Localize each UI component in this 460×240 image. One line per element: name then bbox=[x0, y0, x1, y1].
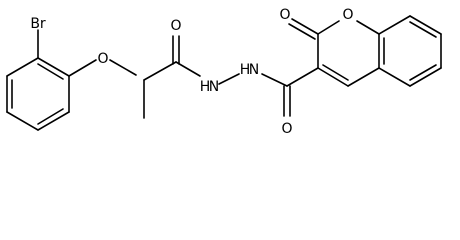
bond bbox=[409, 21, 437, 38]
bond bbox=[143, 61, 177, 81]
bond bbox=[37, 57, 70, 77]
atom-label-br: Br bbox=[30, 16, 46, 32]
atom-label-nh-1-h: H bbox=[200, 79, 211, 95]
bond bbox=[37, 108, 64, 125]
bond bbox=[317, 20, 340, 35]
bond bbox=[317, 67, 349, 87]
atom-label-nh-2-n: N bbox=[249, 62, 259, 78]
bond bbox=[409, 64, 437, 81]
bond bbox=[68, 59, 97, 77]
atom-label-ring-o: O bbox=[342, 7, 353, 23]
atom-label-lactone-o: O bbox=[279, 7, 290, 23]
bond bbox=[261, 73, 288, 87]
bond bbox=[409, 15, 442, 35]
bond-layer bbox=[6, 15, 442, 131]
bond bbox=[288, 23, 316, 40]
atom-label-ether-o: O bbox=[97, 51, 108, 67]
atom-label-layer: Br O O H N H N O O O bbox=[30, 7, 353, 137]
bond bbox=[109, 59, 137, 76]
bond bbox=[409, 67, 442, 87]
atom-label-nh-2-h: H bbox=[240, 62, 251, 78]
bond bbox=[218, 73, 240, 85]
bond bbox=[291, 18, 319, 35]
bond bbox=[175, 61, 201, 77]
molecule-structure: Br O O H N H N O O O bbox=[6, 7, 442, 137]
bond bbox=[6, 57, 39, 77]
bond bbox=[356, 20, 380, 35]
bond bbox=[37, 111, 70, 131]
atom-label-nh-1-n: N bbox=[209, 79, 219, 95]
bond bbox=[6, 111, 39, 131]
bond bbox=[347, 67, 380, 87]
bond bbox=[378, 15, 411, 35]
bond bbox=[37, 63, 64, 80]
bond bbox=[322, 64, 349, 81]
bond bbox=[378, 67, 411, 87]
atom-label-amide-o-right: O bbox=[281, 121, 292, 137]
atom-label-amide-o-left: O bbox=[170, 18, 181, 34]
bond bbox=[286, 67, 319, 87]
